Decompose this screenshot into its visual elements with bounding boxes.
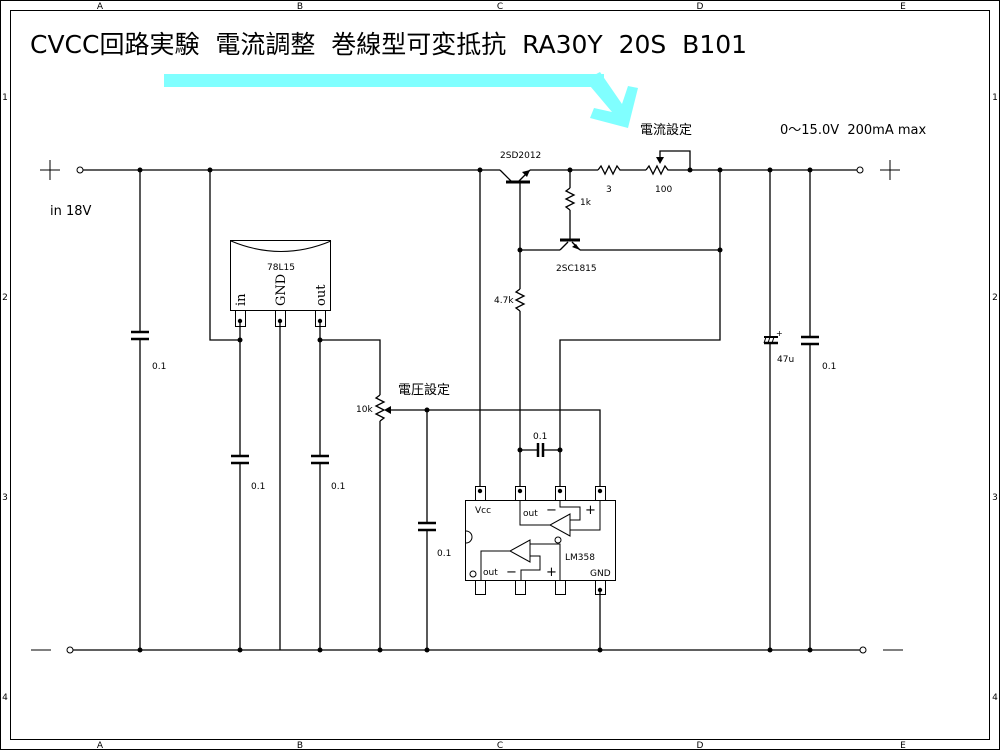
feedback-wire bbox=[559, 170, 721, 487]
capacitor-ref bbox=[418, 521, 436, 532]
voltage-setting-label: 電圧設定 bbox=[398, 382, 450, 398]
row-label-3-left: 3 bbox=[2, 493, 8, 503]
row-label-2-left: 2 bbox=[2, 293, 8, 303]
col-label-a-bottom: A bbox=[97, 741, 104, 750]
svg-text:+: + bbox=[776, 329, 783, 338]
arrow-icon bbox=[164, 72, 638, 128]
r-1k-label: 1k bbox=[580, 198, 592, 208]
col-label-c-top: C bbox=[497, 2, 503, 12]
col-label-c-bottom: C bbox=[497, 741, 503, 750]
c-out-label: 0.1 bbox=[822, 362, 836, 372]
transistor-q1 bbox=[499, 169, 531, 248]
inner-frame bbox=[10, 10, 990, 740]
opamp-plus-a: + bbox=[585, 503, 596, 518]
col-label-a-top: A bbox=[97, 2, 104, 12]
reg-in-wire bbox=[209, 170, 240, 341]
c-ref-label: 0.1 bbox=[437, 549, 451, 559]
resistor-sense bbox=[597, 164, 622, 176]
row-label-2-right: 2 bbox=[992, 293, 998, 303]
col-label-d-bottom: D bbox=[697, 741, 704, 750]
capacitor-out bbox=[801, 335, 819, 346]
r-4k7-label: 4.7k bbox=[494, 296, 514, 306]
vr-voltage-label: 10k bbox=[356, 405, 373, 415]
regulator-pin-in: in bbox=[234, 293, 249, 306]
reg-out-wire bbox=[320, 339, 381, 395]
output-spec-label: 0～15.0V 200mA max bbox=[780, 123, 927, 138]
potentiometer-voltage bbox=[374, 394, 601, 650]
capacitor-reg-in bbox=[231, 454, 249, 465]
resistor-4k7 bbox=[514, 248, 526, 487]
r-sense-label: 3 bbox=[606, 185, 612, 195]
input-minus-terminal bbox=[66, 646, 74, 654]
row-label-4-left: 4 bbox=[2, 693, 8, 703]
q1-label: 2SD2012 bbox=[500, 151, 541, 161]
opamp-out-a-label: out bbox=[523, 509, 538, 519]
capacitor-opamp bbox=[520, 443, 560, 457]
opamp-gnd-label: GND bbox=[590, 569, 611, 579]
page-title: CVCC回路実験 電流調整 巻線型可変抵抗 RA30Y 20S B101 bbox=[30, 30, 747, 59]
opamp-plus-b: + bbox=[546, 565, 557, 580]
col-label-e-top: E bbox=[900, 2, 906, 12]
col-label-e-bottom: E bbox=[900, 741, 906, 750]
row-label-4-right: 4 bbox=[992, 693, 998, 703]
opamp-out-b-label: out bbox=[483, 568, 498, 578]
opamp-vcc-label: Vcc bbox=[475, 506, 491, 516]
resistor-1k bbox=[564, 170, 576, 240]
potentiometer-current bbox=[645, 150, 691, 176]
plus-in-icon bbox=[40, 160, 60, 180]
capacitor-in bbox=[131, 330, 149, 341]
col-label-b-bottom: B bbox=[297, 741, 303, 750]
q2-label: 2SC1815 bbox=[556, 264, 597, 274]
opamp-minus-b: − bbox=[506, 565, 517, 580]
regulator-label: 78L15 bbox=[267, 263, 295, 273]
plus-out-icon bbox=[880, 160, 900, 180]
current-setting-label: 電流設定 bbox=[640, 122, 692, 138]
c-opamp-label: 0.1 bbox=[533, 432, 547, 442]
regulator-pin-out: out bbox=[314, 284, 329, 306]
input-spec-label: in 18V bbox=[50, 204, 92, 219]
c-out-elec-label: 47u bbox=[777, 355, 794, 365]
opamp-lm358 bbox=[465, 486, 616, 650]
row-label-1-left: 1 bbox=[2, 93, 8, 103]
c-reg-out-label: 0.1 bbox=[331, 482, 345, 492]
regulator-pin-gnd: GND bbox=[274, 274, 289, 306]
col-label-b-top: B bbox=[297, 2, 303, 12]
c-in-label: 0.1 bbox=[152, 362, 166, 372]
transistor-q2 bbox=[520, 238, 720, 251]
vr-current-label: 100 bbox=[655, 185, 672, 195]
capacitor-electrolytic-out: + bbox=[761, 329, 783, 345]
input-plus-terminal bbox=[76, 166, 84, 174]
row-label-1-right: 1 bbox=[992, 93, 998, 103]
junction-dots bbox=[137, 167, 813, 653]
opamp-minus-a: − bbox=[546, 503, 557, 518]
output-plus-terminal bbox=[856, 166, 864, 174]
col-label-d-top: D bbox=[697, 2, 704, 12]
row-label-3-right: 3 bbox=[992, 493, 998, 503]
output-minus-terminal bbox=[859, 646, 867, 654]
opamp-model-label: LM358 bbox=[565, 553, 595, 563]
capacitor-reg-out bbox=[311, 454, 329, 465]
c-reg-in-label: 0.1 bbox=[251, 482, 265, 492]
